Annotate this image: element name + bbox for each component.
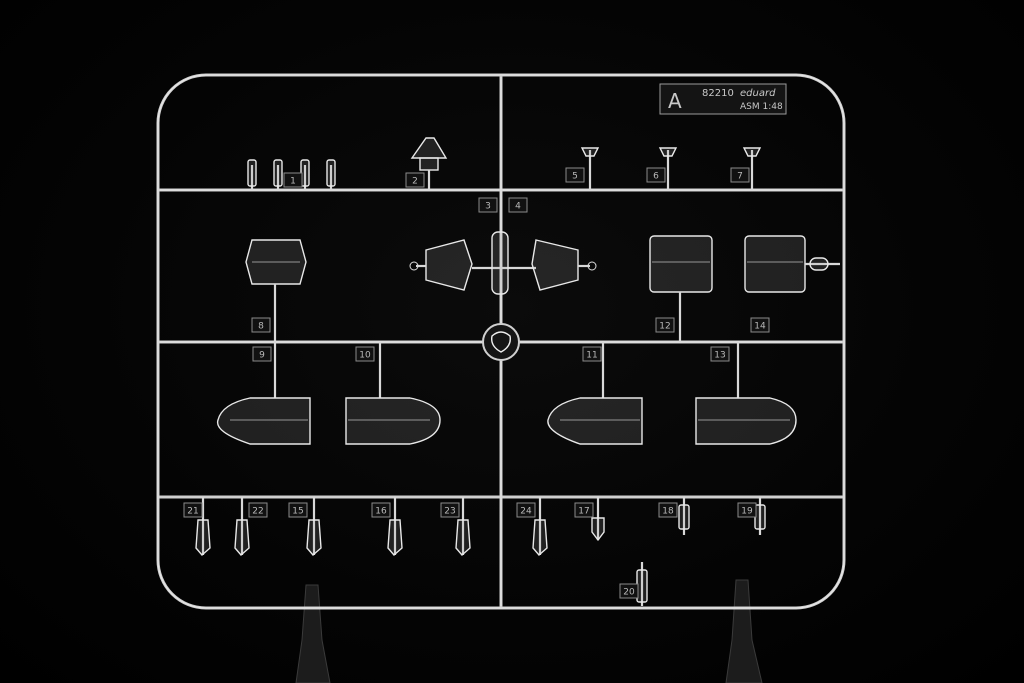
part-number-tag-2: 2: [405, 172, 425, 188]
part-number-label: 17: [578, 507, 589, 517]
part-gunsight: [245, 239, 307, 342]
part-number-tag-3: 3: [478, 197, 498, 213]
part-small-post: [326, 159, 336, 190]
part-number-tag-14: 14: [750, 317, 770, 333]
part-number-tag-20: 20: [619, 583, 639, 599]
part-pin: [754, 497, 766, 535]
part-number-label: 14: [754, 322, 766, 332]
sprue-label-tag: A 82210 eduard ASM 1:48: [659, 83, 787, 115]
sprue-code: 82210: [702, 88, 734, 99]
part-number-label: 22: [252, 507, 263, 517]
part-pin: [306, 497, 322, 556]
part-number-label: 11: [586, 351, 597, 361]
part-pin: [532, 497, 548, 556]
part-number-label: 7: [737, 172, 743, 182]
part-number-label: 19: [741, 507, 753, 517]
part-number-tag-17: 17: [574, 502, 594, 518]
part-number-label: 23: [444, 507, 455, 517]
part-number-label: 21: [187, 507, 198, 517]
part-number-tag-9: 9: [252, 346, 272, 362]
lower-row-parts: [216, 342, 797, 445]
sprue-frame: [156, 73, 846, 610]
part-number-label: 15: [292, 507, 303, 517]
part-number-label: 3: [485, 202, 491, 212]
part-number-tag-11: 11: [582, 346, 602, 362]
part-number-label: 24: [520, 507, 532, 517]
part-pin: [455, 497, 471, 556]
part-number-tag-19: 19: [737, 502, 757, 518]
part-small-post: [247, 159, 257, 190]
part-canopy-11: [547, 342, 643, 445]
part-number-label: 1: [290, 177, 296, 187]
part-canopy-9: [216, 342, 311, 445]
right-stand: [725, 579, 763, 683]
part-number-label: 18: [662, 507, 674, 517]
top-row-parts: [247, 137, 762, 190]
part-number-label: 16: [375, 507, 387, 517]
part-antenna: [580, 147, 600, 190]
part-center-link: [472, 231, 536, 295]
part-number-tag-12: 12: [655, 317, 675, 333]
part-number-tag-23: 23: [440, 502, 460, 518]
part-panel-12: [649, 235, 713, 342]
part-number-label: 10: [359, 351, 371, 361]
part-number-tag-13: 13: [710, 346, 730, 362]
part-number-label: 8: [258, 322, 264, 332]
part-number-label: 12: [659, 322, 670, 332]
part-canopy-10: [345, 342, 441, 445]
part-number-tag-21: 21: [183, 502, 203, 518]
part-number-tag-7: 7: [730, 167, 750, 183]
part-number-tag-4: 4: [508, 197, 528, 213]
part-number-tag-22: 22: [248, 502, 268, 518]
part-number-label: 4: [515, 202, 521, 212]
bottom-row-parts: [195, 497, 766, 606]
part-pin: [387, 497, 403, 556]
part-number-tag-6: 6: [646, 167, 666, 183]
part-bell: [410, 137, 448, 190]
sprue-letter: A: [668, 89, 682, 113]
part-pin: [234, 497, 250, 556]
part-number-label: 5: [572, 172, 578, 182]
part-number-tag-24: 24: [516, 502, 536, 518]
middle-row-parts: [245, 231, 840, 342]
part-number-label: 13: [714, 351, 725, 361]
part-number-label: 2: [412, 177, 418, 187]
part-pin: [195, 497, 211, 556]
part-number-tag-1: 1: [283, 172, 303, 188]
part-number-tag-16: 16: [371, 502, 391, 518]
part-right-window: [531, 239, 597, 291]
part-number-tag-15: 15: [288, 502, 308, 518]
part-number-tag-18: 18: [658, 502, 678, 518]
part-number-tag-10: 10: [355, 346, 375, 362]
part-antenna: [742, 147, 762, 190]
part-panel-14: [744, 235, 840, 293]
part-antenna: [658, 147, 678, 190]
part-number-tag-8: 8: [251, 317, 271, 333]
sprue-brand: eduard: [740, 88, 776, 99]
part-small-post: [273, 159, 283, 190]
sprue-scale: ASM 1:48: [740, 102, 783, 112]
part-pin: [591, 497, 605, 542]
part-number-label: 9: [259, 351, 265, 361]
part-number-label: 6: [653, 172, 659, 182]
part-left-window: [409, 239, 473, 291]
part-number-label: 20: [623, 588, 635, 598]
part-pin: [678, 497, 690, 535]
part-canopy-13: [695, 342, 797, 445]
part-number-tag-5: 5: [565, 167, 585, 183]
left-stand: [295, 584, 331, 683]
